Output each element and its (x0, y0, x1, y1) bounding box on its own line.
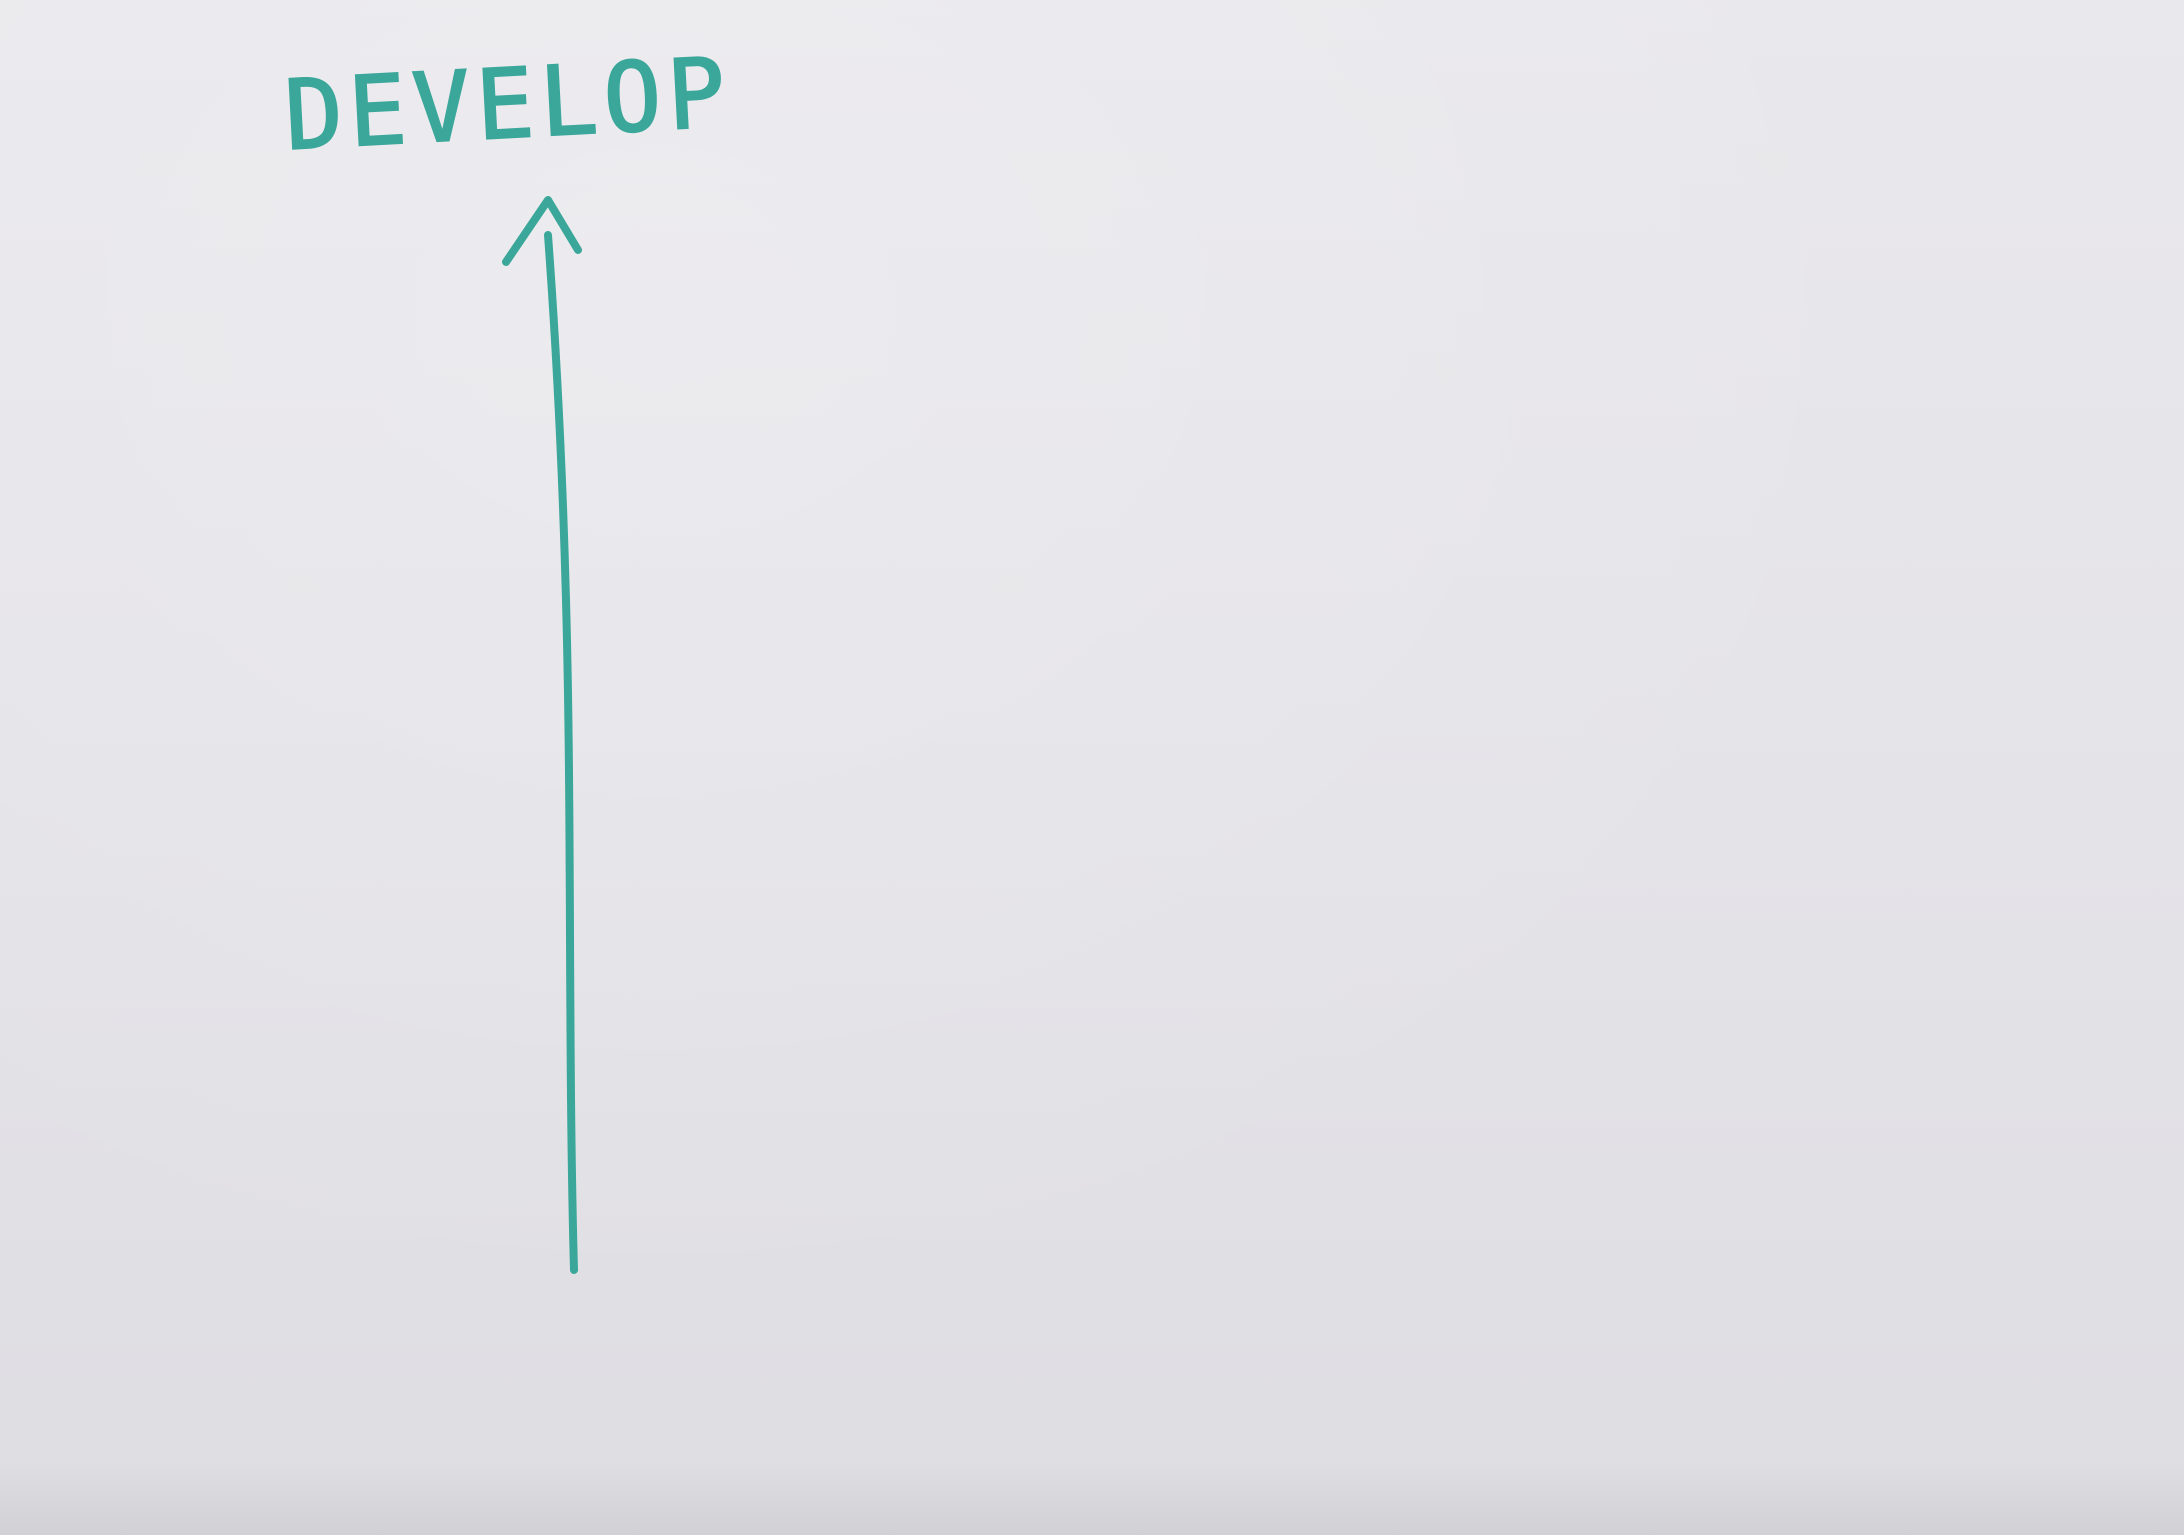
arrow-shaft (544, 231, 578, 1274)
arrow-head (502, 196, 582, 266)
